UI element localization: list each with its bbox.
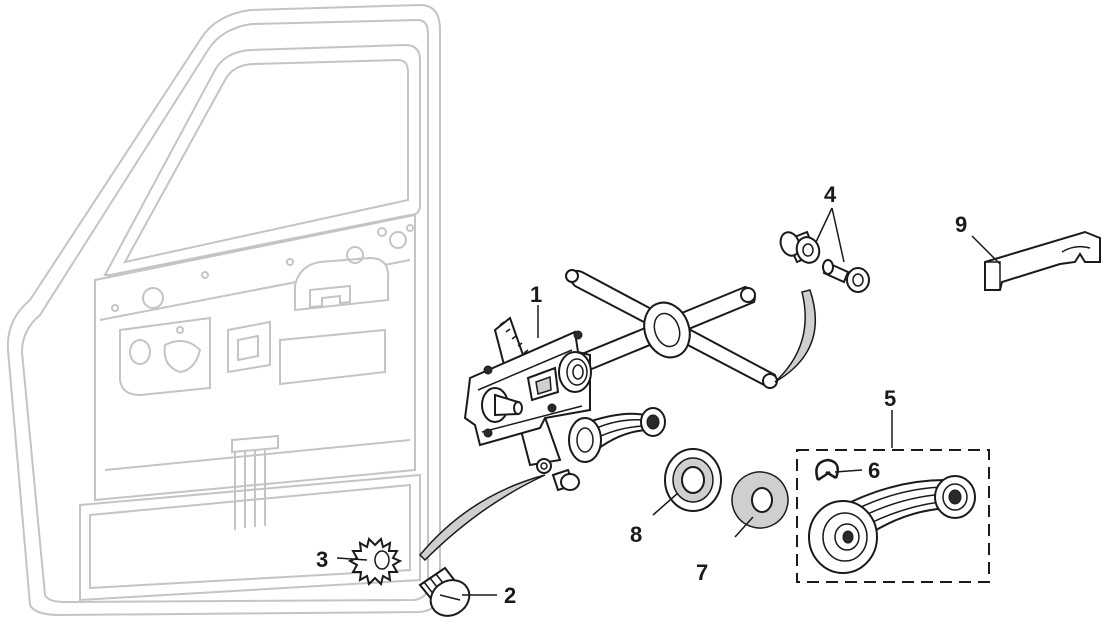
rivet-swoosh (774, 289, 817, 383)
assembly-swoosh (418, 474, 546, 562)
callout-6: 6 (868, 458, 880, 483)
callout-5: 5 (884, 386, 896, 411)
crank-handle-small (568, 407, 666, 463)
callout-8: 8 (630, 522, 642, 547)
part-1-window-regulator (463, 269, 778, 467)
callout-4: 4 (824, 182, 837, 207)
part-6-retainer-clip (815, 458, 839, 482)
door-shell (6, 3, 441, 617)
callout-labels: 1 2 3 4 5 6 7 8 9 (316, 182, 967, 608)
part-3-star-washer (347, 458, 552, 586)
part-5-group-box (796, 449, 990, 583)
part-4-rivet-and-bushing (779, 230, 870, 293)
part-8-escutcheon (664, 448, 722, 512)
callout-1: 1 (530, 282, 542, 307)
callout-2: 2 (504, 583, 516, 608)
part-2-screw (418, 468, 580, 617)
part-5-window-crank-handle (808, 475, 976, 574)
callout-3: 3 (316, 547, 328, 572)
part-7-spacer-washer (731, 471, 789, 529)
part-9-clip-removal-tool (984, 230, 1101, 291)
callout-7: 7 (696, 560, 708, 585)
leader-lines (336, 207, 1001, 596)
callout-9: 9 (955, 212, 967, 237)
